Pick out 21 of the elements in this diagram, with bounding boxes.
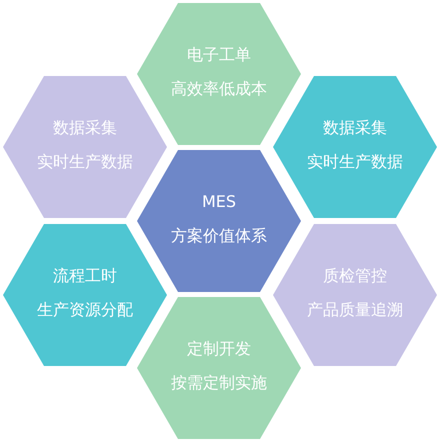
hexagon-heading: 数据采集 (323, 118, 387, 138)
hexagon-heading: 质检管控 (323, 266, 387, 286)
hexagon-heading: MES (202, 192, 236, 212)
hexagon-subtitle: 生产资源分配 (37, 300, 133, 320)
hexagon-subtitle: 实时生产数据 (307, 152, 403, 172)
hexagon-tile (273, 76, 437, 218)
hexagon-tile (3, 224, 167, 366)
hexagon-heading: 定制开发 (187, 339, 251, 359)
hexagon-tile (137, 297, 301, 439)
hexagon-tile (137, 3, 301, 145)
hexagon-subtitle: 按需定制实施 (171, 373, 267, 393)
hexagon-heading: 流程工时 (53, 266, 117, 286)
hexagon-tile (3, 76, 167, 218)
hexagon-tile (273, 224, 437, 366)
hexagon-heading: 数据采集 (53, 118, 117, 138)
hexagon-subtitle: 方案价值体系 (171, 226, 267, 246)
hexagon-subtitle: 高效率低成本 (171, 79, 267, 99)
hexagon-subtitle: 产品质量追溯 (307, 300, 403, 320)
hexagon-heading: 电子工单 (187, 45, 251, 65)
hexagon-tile (137, 150, 301, 292)
hexagon-subtitle: 实时生产数据 (37, 152, 133, 172)
